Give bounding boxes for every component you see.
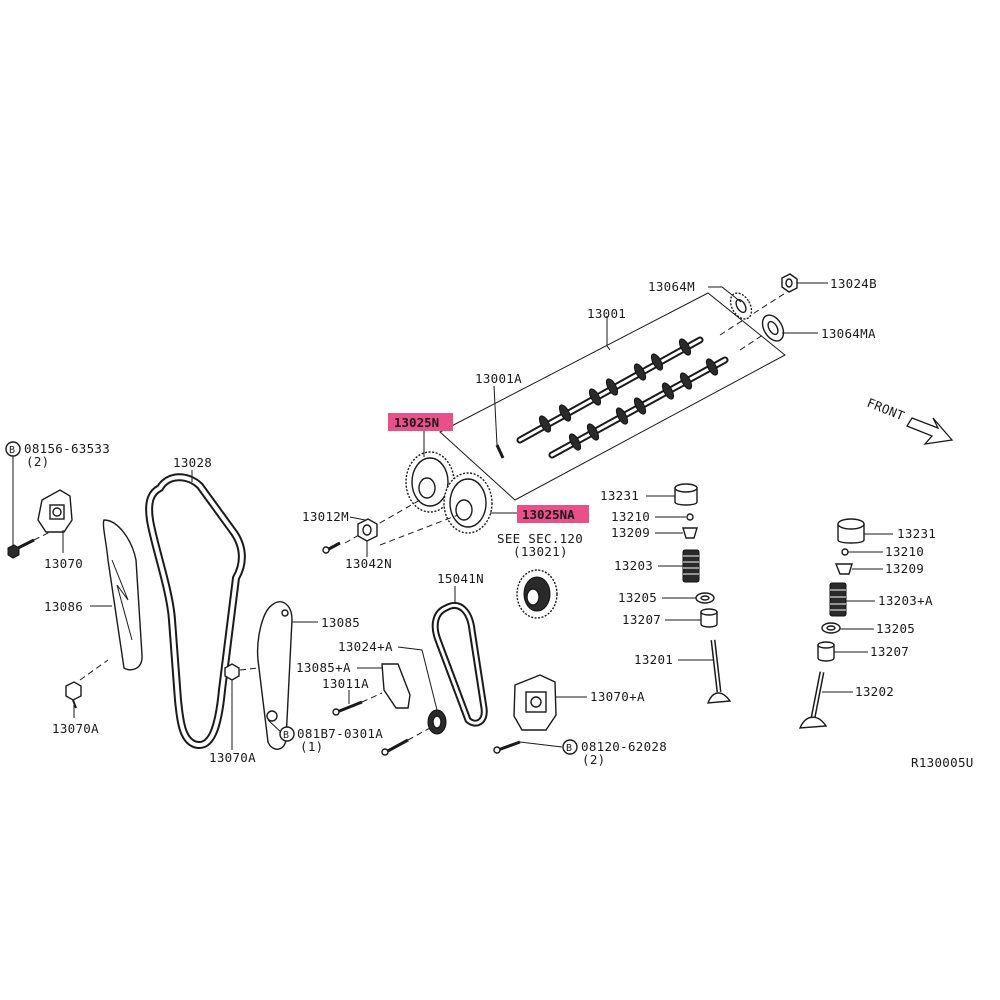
label-13207-right: 13207 — [870, 644, 909, 659]
label-13085a: 13085+A — [296, 660, 351, 675]
diagram-id: R130005U — [911, 755, 974, 770]
valve-stack-right — [798, 518, 893, 729]
label-13203-left: 13203 — [614, 558, 653, 573]
chain-guide-13085 — [256, 601, 318, 750]
washer-13042n — [357, 518, 378, 542]
crank-sprocket — [516, 569, 558, 619]
label-13070: 13070 — [44, 556, 83, 571]
label-13201: 13201 — [634, 652, 673, 667]
label-13231-left: 13231 — [600, 488, 639, 503]
label-13025n: 13025N — [394, 415, 439, 430]
label-bolt-08156-qty: (2) — [26, 454, 49, 469]
front-label: FRONT — [865, 395, 907, 424]
bolt-13011a — [332, 690, 383, 716]
label-13203a-right: 13203+A — [878, 593, 933, 608]
label-13210-right: 13210 — [885, 544, 924, 559]
svg-text:B: B — [9, 445, 15, 456]
cam-lobes-intake — [538, 338, 692, 433]
label-13202: 13202 — [855, 684, 894, 699]
label-13209-right: 13209 — [885, 561, 924, 576]
label-13070a-mid: 13070A — [209, 750, 256, 765]
bolt-08120 — [493, 740, 563, 754]
label-13042n: 13042N — [345, 556, 392, 571]
camshaft-frame — [439, 292, 786, 501]
tensioner-13070 — [37, 489, 73, 553]
dowel-pin — [495, 444, 505, 459]
label-13209-left: 13209 — [611, 525, 650, 540]
washer-13024a — [397, 646, 447, 735]
label-13001a: 13001A — [475, 371, 522, 386]
sprocket-13064m — [729, 292, 753, 320]
label-13210-left: 13210 — [611, 509, 650, 524]
bolt-13070a-left — [65, 659, 109, 718]
label-13025na: 13025NA — [522, 507, 575, 522]
tensioner-13085a — [357, 663, 411, 709]
chain-15041n — [431, 586, 488, 727]
sprocket-13064ma — [761, 314, 785, 342]
label-bolt-08156: 08156-63533 — [24, 441, 110, 456]
label-13085: 13085 — [321, 615, 360, 630]
label-bolt-08120-qty: (2) — [582, 752, 605, 767]
valve-stack-left — [646, 483, 732, 704]
bolt-08156 — [7, 456, 51, 559]
bolt-13024b — [781, 273, 798, 293]
label-bolt-081b7-qty: (1) — [300, 739, 323, 754]
timing-chain-13028 — [145, 470, 246, 749]
label-13086: 13086 — [44, 599, 83, 614]
label-13011a: 13011A — [322, 676, 369, 691]
label-15041n: 15041N — [437, 571, 484, 586]
label-13012m: 13012M — [302, 509, 349, 524]
label-13001: 13001 — [587, 306, 626, 321]
label-13024b: 13024B — [830, 276, 877, 291]
label-13070a-right: 13070+A — [590, 689, 645, 704]
label-13064m: 13064M — [648, 279, 695, 294]
label-13064ma: 13064MA — [821, 326, 876, 341]
highlight-13025n — [388, 413, 453, 431]
vtc-sprockets — [344, 430, 517, 546]
callout-b-markers: B B B — [5, 441, 578, 755]
svg-text:B: B — [283, 730, 289, 741]
cam-lobes-exhaust — [568, 358, 719, 451]
camshaft-assembly — [439, 273, 828, 501]
tensioner-13070a — [513, 674, 587, 731]
bolt-13012m — [322, 541, 341, 554]
label-13207-left: 13207 — [622, 612, 661, 627]
chain-guide-13086 — [90, 519, 143, 671]
label-bolt-08120: 08120-62028 — [581, 739, 667, 754]
bolt-lower — [381, 727, 431, 756]
front-arrow: FRONT — [865, 395, 954, 445]
label-13205-left: 13205 — [618, 590, 657, 605]
label-13231-right: 13231 — [897, 526, 936, 541]
highlight-13025na — [517, 505, 589, 523]
label-see-sec-ref: (13021) — [513, 544, 568, 559]
label-13028: 13028 — [173, 455, 212, 470]
part-labels: 13024B 13064M 13064MA 13001 13001A 13025… — [24, 276, 974, 770]
bolt-13070a-mid — [224, 663, 259, 750]
label-bolt-081b7: 081B7-0301A — [297, 726, 383, 741]
label-see-sec: SEE SEC.120 — [497, 531, 583, 546]
label-13205-right: 13205 — [876, 621, 915, 636]
label-13070a-left: 13070A — [52, 721, 99, 736]
label-13024a: 13024+A — [338, 639, 393, 654]
svg-text:B: B — [566, 743, 572, 754]
